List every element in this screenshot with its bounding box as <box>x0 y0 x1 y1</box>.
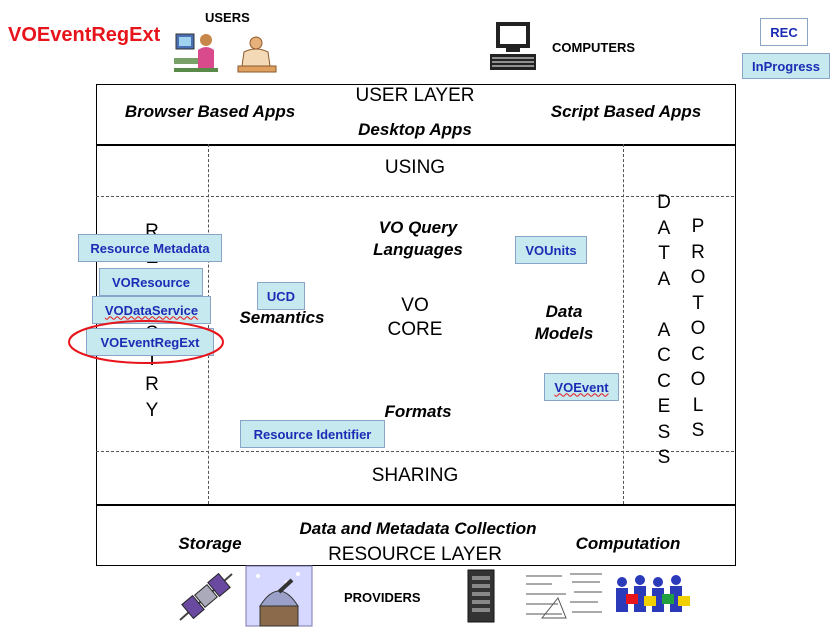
legend-rec: REC <box>760 18 808 46</box>
server-rack-icon <box>467 569 495 623</box>
providers-label: PROVIDERS <box>344 590 421 605</box>
resource-layer-box <box>96 504 736 566</box>
vo-core-label: VO CORE <box>387 295 443 340</box>
slide-title: VOEventRegExt <box>8 24 161 46</box>
voeventregext-tag: VOEventRegExt <box>86 328 214 356</box>
equations-icon <box>526 573 602 619</box>
voevent-text: VOEvent <box>554 379 609 395</box>
computation-label: Computation <box>575 534 681 553</box>
resource-layer-title: RESOURCE LAYER <box>328 544 502 565</box>
people-puzzle-icon <box>616 575 690 612</box>
satellite-icon <box>179 572 233 621</box>
collection-label: Data and Metadata Collection <box>299 519 537 538</box>
browser-apps-label: Browser Based Apps <box>124 102 296 121</box>
voevent-tag: VOEvent <box>544 373 619 401</box>
storage-label: Storage <box>178 534 242 553</box>
protocols-divider <box>623 144 624 504</box>
desktop-apps-label: Desktop Apps <box>358 120 472 139</box>
user-layer-box <box>96 84 736 146</box>
vounits-tag: VOUnits <box>515 236 587 264</box>
legend-in-progress: InProgress <box>742 53 830 79</box>
user-layer-title: USER LAYER <box>355 85 475 106</box>
semantics-label: Semantics <box>239 308 325 327</box>
observatory-icon <box>245 565 313 627</box>
user-at-computer-icon <box>174 33 218 72</box>
highlight-ellipse <box>68 320 224 364</box>
registry-divider <box>208 144 209 504</box>
user-at-desk-icon <box>237 36 277 73</box>
using-label: USING <box>384 157 446 178</box>
ucd-tag: UCD <box>257 282 305 310</box>
computers-label: COMPUTERS <box>552 40 636 55</box>
users-label: USERS <box>205 10 250 25</box>
computer-terminal-icon <box>490 22 536 70</box>
resource-metadata-tag: Resource Metadata <box>78 234 222 262</box>
using-divider <box>96 196 734 197</box>
vodataservice-text: VODataService <box>104 302 199 318</box>
script-apps-label: Script Based Apps <box>550 102 702 121</box>
vodataservice-tag: VODataService <box>92 296 211 324</box>
voresource-tag: VOResource <box>99 268 203 296</box>
resource-identifier-tag: Resource Identifier <box>240 420 385 448</box>
data-models-label: Data Models <box>534 302 594 343</box>
formats-label: Formats <box>384 402 452 421</box>
query-languages-label: VO Query Languages <box>373 218 463 259</box>
sharing-label: SHARING <box>371 465 459 486</box>
sharing-divider <box>96 451 734 452</box>
